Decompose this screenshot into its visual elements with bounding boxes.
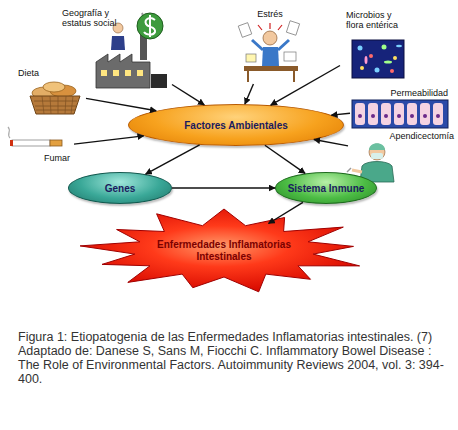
microbes-icon <box>352 40 404 78</box>
arrow-connector <box>172 187 275 188</box>
burst-text-wrap: Enfermedades Inflamatorias Intestinales <box>78 208 370 294</box>
arrow-connector <box>314 140 348 146</box>
stress-icon <box>238 21 299 82</box>
arrow-connector <box>146 145 200 174</box>
node-label: Factores Ambientales <box>184 120 288 131</box>
environment-ellipse: Factores Ambientales <box>128 104 344 146</box>
arrow-connector <box>269 202 303 223</box>
source-note: Adaptado de: Danese S, Sans M, Fiocchi C… <box>18 344 446 386</box>
immune-ellipse: Sistema Inmune <box>275 172 377 204</box>
geography-factor: Geografía y estatus social <box>60 6 172 92</box>
node-label: Enfermedades Inflamatorias Intestinales <box>154 239 294 263</box>
factor-label: Apendicectomía <box>389 131 454 141</box>
microbes-factor: Microbios y flora entérica <box>340 8 415 80</box>
starburst-outline <box>80 209 360 292</box>
stress-factor: Estrés <box>236 6 304 84</box>
factor-label: Dieta <box>18 68 39 78</box>
epithelium-icon <box>352 100 448 128</box>
diet-factor: Dieta <box>14 66 86 118</box>
factor-label: Geografía y estatus social <box>62 8 126 28</box>
bread-basket-icon <box>30 82 80 114</box>
appendectomy-factor: Apendicectomía <box>348 130 456 182</box>
smoking-factor: Fumar <box>8 132 74 164</box>
arrow-connector <box>331 113 350 115</box>
factor-label: Permeabilidad <box>390 88 448 98</box>
cigarette-icon <box>8 127 62 146</box>
genes-ellipse: Genes <box>68 172 172 204</box>
arrow-connector <box>265 145 305 173</box>
factor-label: Estrés <box>236 9 304 19</box>
arrow-connector <box>74 136 144 144</box>
permeability-factor: Permeabilidad <box>350 86 450 130</box>
node-label: Sistema Inmune <box>288 183 365 194</box>
arrow-connector <box>86 98 156 110</box>
factor-label: Fumar <box>44 153 70 163</box>
factor-label: Microbios y flora entérica <box>346 10 410 30</box>
figure-caption: Figura 1: Etiopatogenia de las Enfermeda… <box>18 330 446 344</box>
arrow-connector <box>172 85 204 105</box>
disease-burst: Enfermedades Inflamatorias Intestinales <box>78 208 370 294</box>
arrow-connector <box>245 84 254 104</box>
arrow-connector <box>271 66 340 106</box>
node-label: Genes <box>105 183 136 194</box>
